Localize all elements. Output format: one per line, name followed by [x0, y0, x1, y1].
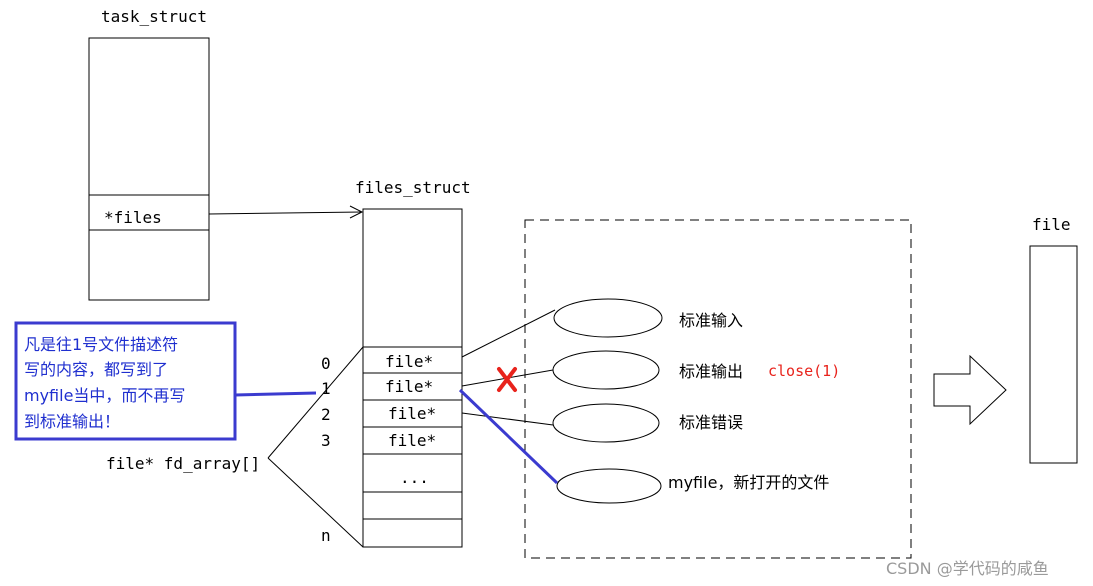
note-box — [14, 321, 237, 441]
fd-array-bracket — [267, 346, 364, 548]
fd-slot-ellipsis: ... — [400, 468, 429, 487]
fd-index-1: 1 — [321, 379, 331, 398]
fd-slot-3: file* — [388, 431, 436, 450]
fd0-link — [461, 309, 556, 358]
note-line-1: 凡是往1号文件描述符 — [24, 335, 178, 354]
open-files-region — [524, 219, 912, 559]
file-object-stdout — [552, 350, 660, 390]
file-object-myfile — [556, 468, 662, 504]
files-struct-box — [362, 208, 463, 548]
task-struct-files-field: *files — [104, 208, 162, 227]
file-label-stdout: 标准输出 — [679, 362, 743, 381]
close-annotation: close(1) — [768, 362, 840, 380]
file-object-stdin — [553, 298, 663, 338]
fd-slot-1: file* — [385, 377, 433, 396]
fd-index-0: 0 — [321, 354, 331, 373]
note-line-2: 写的内容，都写到了 — [24, 360, 168, 379]
block-right-arrow-icon — [933, 354, 1007, 426]
task-struct-box — [88, 37, 210, 301]
fd-index-3: 3 — [321, 431, 331, 450]
files-pointer-arrow — [208, 205, 364, 219]
fd-index-2: 2 — [321, 405, 331, 424]
watermark: CSDN @学代码的咸鱼 — [886, 559, 1049, 578]
note-line-4: 到标准输出！ — [24, 412, 120, 431]
fd-index-n: n — [321, 526, 331, 545]
fd1-new-link — [458, 388, 559, 485]
file-label-myfile: myfile，新打开的文件 — [668, 473, 829, 492]
note-line-3: myfile当中，而不再写 — [24, 386, 185, 405]
fd2-link — [461, 412, 554, 426]
files-struct-title: files_struct — [355, 178, 471, 197]
fd-slot-0: file* — [385, 352, 433, 371]
file-object-stderr — [552, 403, 660, 443]
fd-array-label: file* fd_array[] — [106, 454, 260, 473]
task-struct-title: task_struct — [101, 7, 207, 26]
note-connector — [234, 391, 317, 397]
file-box-title: file — [1032, 215, 1071, 234]
fd-slot-2: file* — [388, 404, 436, 423]
file-box — [1029, 245, 1078, 464]
file-label-stdin: 标准输入 — [679, 311, 743, 330]
x-mark-icon — [497, 367, 517, 392]
file-label-stderr: 标准错误 — [679, 413, 743, 432]
